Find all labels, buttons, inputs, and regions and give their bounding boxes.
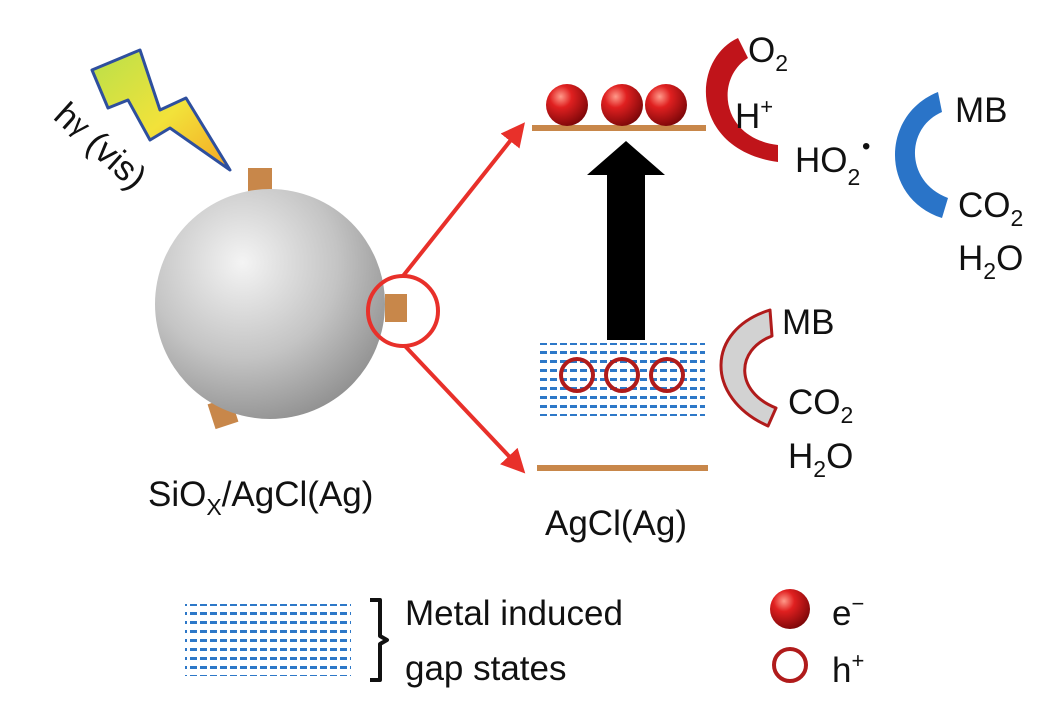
legend-hole-icon — [772, 647, 808, 683]
o2-label: O2 — [748, 31, 788, 76]
hole — [559, 357, 595, 393]
legend-gap-label-line1: Metal induced — [405, 594, 623, 633]
co2-label-top: CO2 — [958, 186, 1023, 231]
gap-states-band — [537, 343, 705, 416]
co2-label-bottom: CO2 — [788, 383, 853, 428]
reduction-cup-icon — [705, 38, 778, 162]
legend-electron-label: e− — [832, 591, 864, 633]
h2o-label-bottom: H2O — [788, 437, 853, 482]
legend-electron-icon — [770, 589, 810, 629]
agcl-attachment — [385, 294, 407, 322]
degradation-cup-icon — [894, 92, 948, 218]
legend-brace — [370, 598, 389, 682]
radical-dot: • — [862, 133, 870, 160]
legend-hole-label: h+ — [832, 648, 864, 690]
mb-label-bottom: MB — [782, 303, 835, 342]
oxidation-cup-icon — [719, 308, 778, 428]
h-plus-label: H+ — [735, 94, 773, 136]
lightning-bolt-icon — [90, 48, 232, 172]
legend-gap-label-line2: gap states — [405, 649, 567, 688]
silica-sphere — [155, 189, 385, 419]
legend-gap-swatch — [185, 604, 351, 676]
particle-label: SiOX/AgCl(Ag) — [148, 475, 373, 520]
h2o-label-top: H2O — [958, 239, 1023, 284]
electron — [601, 84, 643, 126]
band-label: AgCl(Ag) — [545, 504, 687, 543]
hole — [649, 357, 685, 393]
electron — [546, 84, 588, 126]
mb-label-top: MB — [955, 91, 1008, 130]
excitation-arrow — [587, 141, 665, 340]
zoom-arrow-lower — [403, 344, 526, 474]
hole — [604, 357, 640, 393]
ho2-radical-label: HO2 — [795, 141, 860, 190]
agcl-attachment — [248, 168, 272, 192]
zoom-arrow-upper — [401, 122, 525, 278]
electron — [645, 84, 687, 126]
